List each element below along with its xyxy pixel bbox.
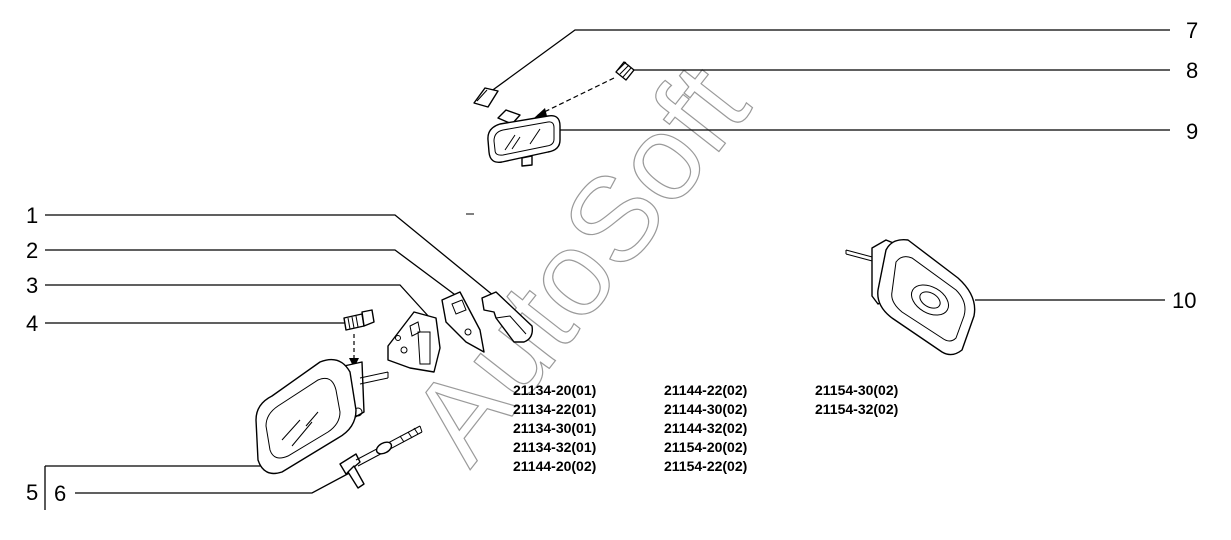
- leader-7: [489, 29, 1170, 93]
- callout-10: 10: [1172, 288, 1196, 313]
- callout-8: 8: [1186, 58, 1198, 83]
- callout-1: 1: [26, 203, 38, 228]
- leader-6: [75, 469, 356, 494]
- callout-6: 6: [54, 481, 66, 506]
- model-codes: 21134-20(01) 21134-22(01) 21134-30(01) 2…: [513, 382, 898, 474]
- model-code: 21144-32(02): [664, 420, 747, 436]
- leader-lines: [44, 29, 1170, 510]
- model-code: 21144-30(02): [664, 401, 747, 417]
- leader-1: [45, 214, 506, 306]
- part-4-screw: [343, 309, 375, 368]
- leader-2: [45, 249, 463, 301]
- part-8-spring: [534, 61, 635, 118]
- part-7-clip: [473, 87, 499, 108]
- model-code: 21154-22(02): [664, 458, 747, 474]
- callout-numbers: 1 2 3 4 5 6 7 8 9 10: [26, 18, 1198, 506]
- model-code: 21134-30(01): [513, 420, 596, 436]
- part-5-left-mirror: [255, 358, 389, 475]
- model-codes-col3: 21154-30(02) 21154-32(02): [815, 382, 898, 417]
- model-codes-col1: 21134-20(01) 21134-22(01) 21134-30(01) 2…: [513, 382, 596, 474]
- model-codes-col2: 21144-22(02) 21144-30(02) 21144-32(02) 2…: [664, 382, 747, 474]
- callout-2: 2: [26, 238, 38, 263]
- part-10-right-mirror: [845, 239, 976, 356]
- model-code: 21154-32(02): [815, 401, 898, 417]
- model-code: 21154-20(02): [664, 439, 747, 455]
- callout-9: 9: [1186, 119, 1198, 144]
- model-code: 21134-22(01): [513, 401, 596, 417]
- callout-4: 4: [26, 311, 38, 336]
- model-code: 21134-20(01): [513, 382, 596, 398]
- part-9-interior-mirror: [487, 109, 561, 167]
- model-code: 21144-20(02): [513, 458, 596, 474]
- callout-3: 3: [26, 273, 38, 298]
- model-code: 21154-30(02): [815, 382, 898, 398]
- callout-7: 7: [1186, 18, 1198, 43]
- part-1-bracket-arm: [481, 291, 534, 343]
- leader-3: [45, 284, 431, 319]
- model-code: 21134-32(01): [513, 439, 596, 455]
- model-code: 21144-22(02): [664, 382, 747, 398]
- callout-5: 5: [26, 480, 38, 505]
- part-6-adjuster-handle: [339, 425, 423, 489]
- part-2-hinge-plate: [441, 291, 485, 353]
- part-3-mounting-plate: [387, 311, 441, 373]
